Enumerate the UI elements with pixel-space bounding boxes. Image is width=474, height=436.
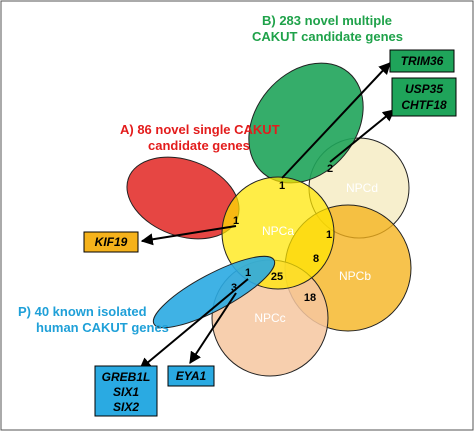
gene-box-usp35-chtf18: USP35 CHTF18 xyxy=(391,77,457,117)
gene-six2: SIX2 xyxy=(113,400,139,414)
count-a-npca: 1 xyxy=(233,215,239,227)
count-npca-npcb: 8 xyxy=(313,253,319,265)
set-a-title-line2: candidate genes xyxy=(148,138,250,153)
arrow-to-greb1l-six1-six2 xyxy=(139,278,249,370)
set-p-title-line1: P) 40 known isolated xyxy=(18,304,147,319)
gene-box-kif19: KIF19 xyxy=(83,231,139,253)
set-npca-label: NPCa xyxy=(262,224,294,238)
count-b-npca: 1 xyxy=(279,180,285,192)
set-a-title-line1: A) 86 novel single CAKUT xyxy=(120,122,280,137)
gene-kif19: KIF19 xyxy=(95,235,128,249)
set-p-title-line2: human CAKUT genes xyxy=(36,320,169,335)
arrow-to-eya1 xyxy=(189,292,237,365)
arrow-to-usp35-chtf18 xyxy=(329,109,395,163)
gene-trim36: TRIM36 xyxy=(401,54,444,68)
set-b-title-line1: B) 283 novel multiple xyxy=(262,13,392,28)
count-npca-npcb-npcc: 25 xyxy=(271,271,283,283)
count-npca-npcb-npcd: 1 xyxy=(326,229,332,241)
arrow-to-trim36 xyxy=(281,62,391,179)
set-p-ellipse xyxy=(152,255,276,329)
set-npcb-label: NPCb xyxy=(339,269,371,283)
gene-chtf18: CHTF18 xyxy=(401,98,447,112)
gene-usp35: USP35 xyxy=(405,82,443,96)
count-b-npcd: 2 xyxy=(327,163,333,175)
set-b-ellipse xyxy=(248,62,364,184)
count-p-npcc: 3 xyxy=(231,282,237,294)
count-npcb-npcc: 18 xyxy=(304,292,316,304)
arrow-to-kif19 xyxy=(140,225,237,246)
gene-box-trim36: TRIM36 xyxy=(389,49,455,73)
gene-greb1l: GREB1L xyxy=(102,370,151,384)
set-npcd-label: NPCd xyxy=(346,181,378,195)
set-npcc-label: NPCc xyxy=(254,311,285,325)
count-p-npca-npcc: 1 xyxy=(245,267,251,279)
gene-box-greb1l-six1-six2: GREB1L SIX1 SIX2 xyxy=(94,365,158,417)
gene-box-eya1: EYA1 xyxy=(167,365,215,387)
gene-six1: SIX1 xyxy=(113,385,139,399)
gene-eya1: EYA1 xyxy=(176,369,207,383)
set-b-title-line2: CAKUT candidate genes xyxy=(252,29,403,44)
